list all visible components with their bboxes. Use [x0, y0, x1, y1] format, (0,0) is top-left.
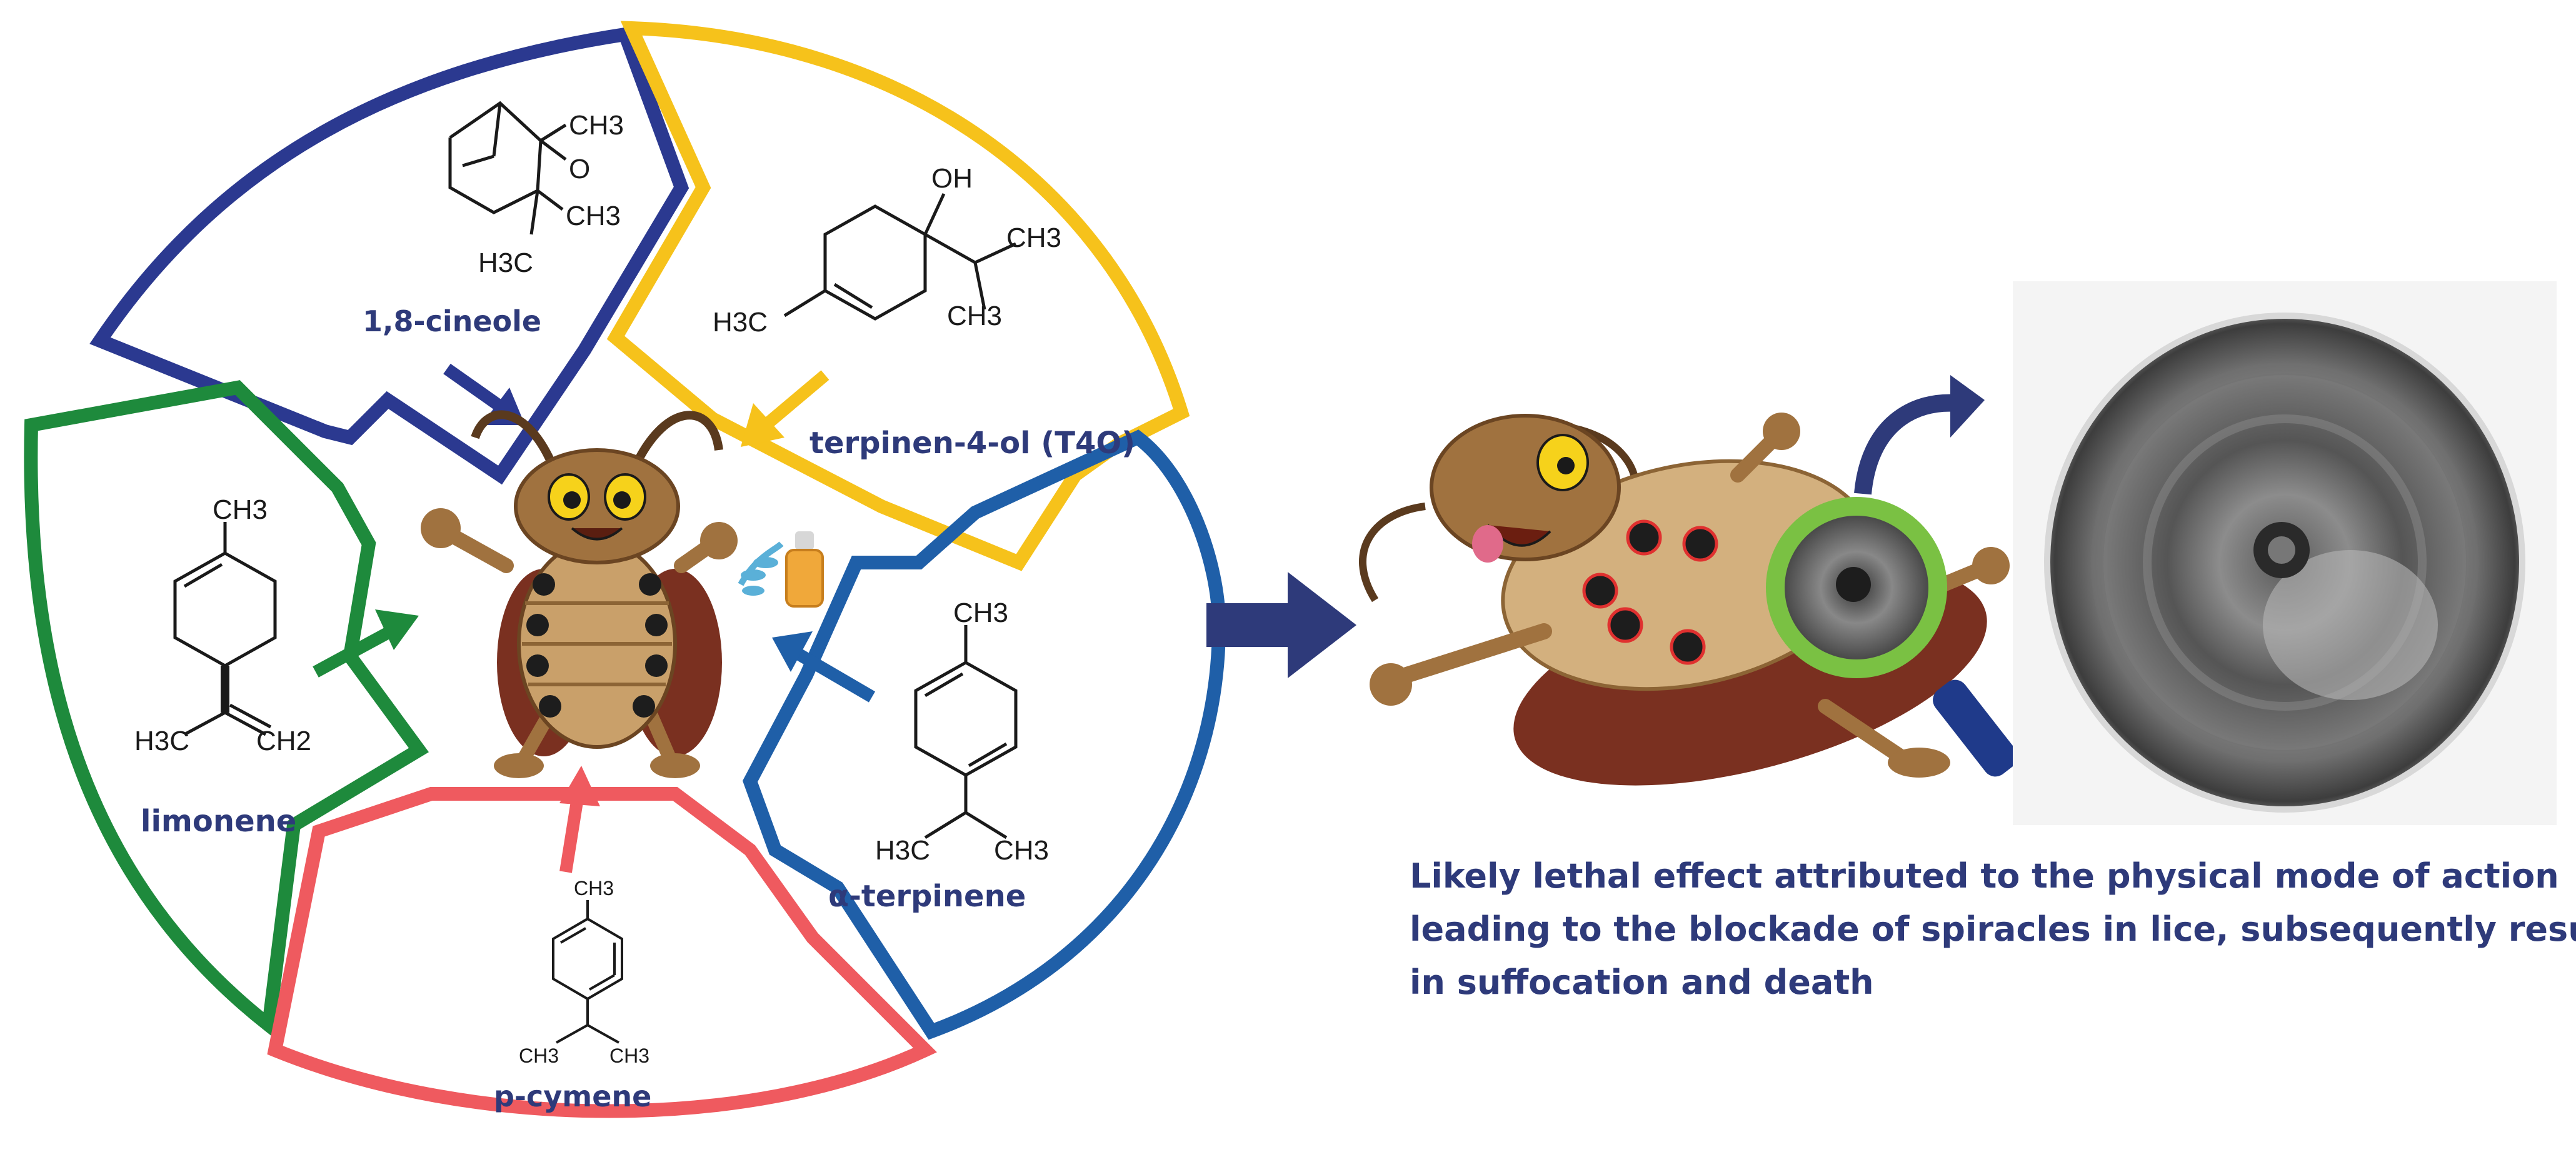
- label-limonene: limonene: [141, 804, 296, 839]
- caption-line-2: leading to the blockade of spiracles in …: [1410, 909, 2576, 949]
- main-arrow-icon: [1206, 572, 1356, 678]
- label-terpinenol: terpinen-4-ol (T4O): [809, 426, 1135, 461]
- terpinenol-oh: OH: [931, 163, 973, 194]
- cineole-ch3-b: CH3: [566, 201, 621, 231]
- structure-p-cymene: [552, 900, 623, 1044]
- arrow-limonene: [313, 609, 419, 678]
- segment-p-cymene: [267, 787, 937, 1118]
- arrow-alpha-terpinene: [772, 631, 876, 703]
- structure-limonene: [173, 522, 277, 736]
- p-cymene-ch3-top: CH3: [574, 877, 614, 899]
- terpinenol-h3c: H3C: [713, 307, 768, 338]
- alpha-terpinene-h3c: H3C: [875, 835, 930, 866]
- magnifier-icon: [1766, 497, 2018, 777]
- segment-terpinenol: [606, 21, 1190, 571]
- structure-alpha-terpinene: [914, 625, 1018, 839]
- p-cymene-ch3-right: CH3: [609, 1044, 649, 1067]
- label-p-cymene: p-cymene: [494, 1079, 651, 1113]
- p-cymene-ch3-left: CH3: [519, 1044, 559, 1067]
- alpha-terpinene-ch3-top: CH3: [953, 598, 1008, 628]
- segment-alpha-terpinene: [742, 429, 1226, 1040]
- cineole-h3c: H3C: [478, 248, 533, 278]
- terpinenol-ch3-a: CH3: [1006, 223, 1061, 253]
- structure-cineole: [448, 101, 567, 235]
- curved-arrow-icon: [1854, 394, 1957, 495]
- segment-cineole: [89, 26, 689, 485]
- caption-line-3: in suffocation and death: [1410, 963, 1874, 1002]
- curved-arrow-head: [1950, 375, 1985, 438]
- essential-oil-bottle-icon: [738, 531, 824, 608]
- caption-line-1: Likely lethal effect attributed to the p…: [1410, 856, 2559, 896]
- segment-limonene: [24, 380, 429, 1038]
- spiracle-micrograph: [2013, 281, 2557, 825]
- structure-terpinenol: [783, 193, 1017, 321]
- limonene-h3c: H3C: [134, 726, 189, 756]
- happy-louse-icon: [421, 410, 738, 778]
- label-alpha-terpinene: α-terpinene: [828, 879, 1026, 914]
- cineole-oxygen: O: [569, 154, 590, 184]
- cineole-ch3-a: CH3: [569, 110, 624, 141]
- limonene-ch2: CH2: [256, 726, 311, 756]
- arrow-terpinenol: [741, 370, 829, 447]
- terpinenol-ch3-b: CH3: [947, 301, 1002, 331]
- arrow-p-cymene: [559, 766, 600, 873]
- limonene-ch3: CH3: [213, 494, 268, 525]
- label-cineole: 1,8-cineole: [363, 304, 541, 338]
- alpha-terpinene-ch3: CH3: [994, 835, 1049, 866]
